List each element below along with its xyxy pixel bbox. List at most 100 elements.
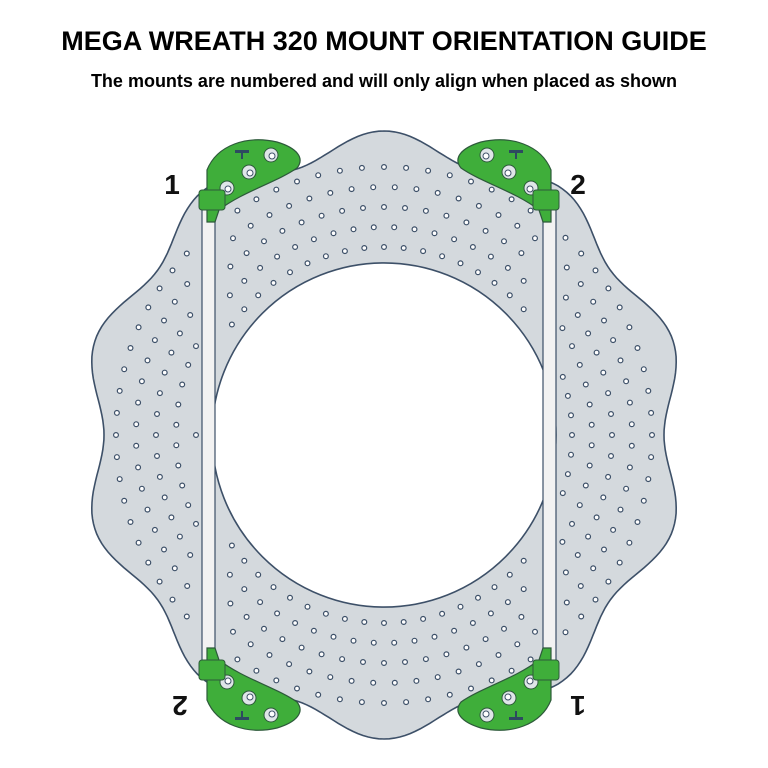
hole	[648, 432, 655, 439]
hole	[648, 409, 655, 416]
hole	[420, 248, 427, 255]
hole	[574, 551, 581, 558]
hole	[564, 471, 571, 478]
hole	[592, 267, 599, 274]
hole	[153, 432, 160, 439]
hole	[600, 369, 607, 376]
hole	[234, 656, 241, 663]
hole	[370, 679, 377, 686]
hole	[327, 674, 334, 681]
hole	[187, 551, 194, 558]
hole	[135, 464, 142, 471]
hole	[431, 230, 438, 237]
hole	[133, 421, 140, 428]
hole	[487, 253, 494, 260]
hole	[327, 189, 334, 196]
hole	[586, 401, 593, 408]
hole	[138, 378, 145, 385]
page-title: MEGA WREATH 320 MOUNT ORIENTATION GUIDE	[61, 26, 707, 56]
hole	[286, 661, 293, 668]
hole	[298, 644, 305, 651]
mount-1-bottom-right	[457, 647, 560, 731]
hole	[400, 618, 407, 625]
hole	[577, 281, 584, 288]
hole	[403, 699, 410, 706]
mount-2-top-right	[457, 139, 560, 223]
hole	[590, 565, 597, 572]
hole	[495, 212, 502, 219]
hole	[626, 539, 633, 546]
hole	[173, 421, 180, 428]
hole	[645, 387, 652, 394]
hole	[227, 600, 234, 607]
hole	[253, 667, 260, 674]
hole	[292, 619, 299, 626]
hole	[185, 502, 192, 509]
hole	[360, 658, 367, 665]
hole	[230, 235, 237, 242]
hole	[358, 164, 365, 171]
hole	[469, 619, 476, 626]
hole	[514, 222, 521, 229]
hole	[154, 411, 161, 418]
hole	[171, 565, 178, 572]
hole	[127, 345, 134, 352]
hole	[116, 387, 123, 394]
hole	[183, 613, 190, 620]
hole	[634, 345, 641, 352]
hole	[574, 312, 581, 319]
hole	[348, 186, 355, 193]
hole	[422, 656, 429, 663]
hole	[446, 691, 453, 698]
hole	[151, 337, 158, 344]
hole	[184, 281, 191, 288]
hole	[171, 298, 178, 305]
hole	[306, 668, 313, 675]
hole	[310, 627, 317, 634]
mount-label-top-right: 2	[570, 169, 586, 200]
hole	[431, 633, 438, 640]
hole	[358, 699, 365, 706]
hole	[241, 277, 248, 284]
hole	[161, 317, 168, 324]
hole	[623, 485, 630, 492]
hole	[562, 294, 569, 301]
hole	[482, 227, 489, 234]
hole	[391, 639, 398, 646]
hole	[135, 399, 142, 406]
hole	[179, 482, 186, 489]
hole	[463, 644, 470, 651]
hole	[455, 195, 462, 202]
hole	[568, 343, 575, 350]
hole	[144, 506, 151, 513]
hole	[273, 186, 280, 193]
hole	[585, 330, 592, 337]
hole	[310, 236, 317, 243]
hole	[475, 269, 482, 276]
hole	[175, 462, 182, 469]
hole	[567, 412, 574, 419]
hole	[434, 189, 441, 196]
hole	[605, 390, 612, 397]
hole	[116, 476, 123, 483]
hole	[585, 533, 592, 540]
hole	[605, 578, 612, 585]
hole	[243, 250, 250, 257]
hole	[578, 613, 585, 620]
hole	[582, 381, 589, 388]
hole	[273, 677, 280, 684]
hole	[451, 236, 458, 243]
hole	[520, 277, 527, 284]
hole	[605, 473, 612, 480]
hole	[274, 253, 281, 260]
hole	[504, 599, 511, 606]
hole	[593, 514, 600, 521]
hole	[179, 381, 186, 388]
hole	[261, 625, 268, 632]
hole	[527, 656, 534, 663]
hole	[559, 538, 566, 545]
hole	[520, 557, 527, 564]
hole	[270, 584, 277, 591]
hole	[183, 250, 190, 257]
hole	[617, 357, 624, 364]
